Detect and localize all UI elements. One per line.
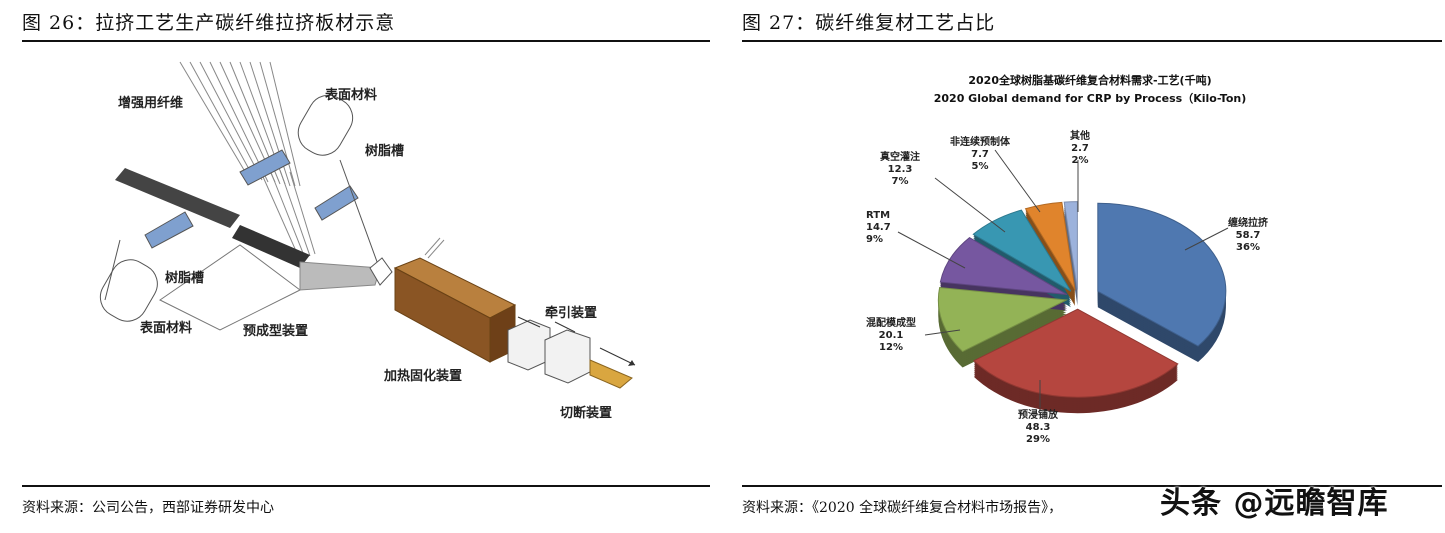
leader-line-4 [934,177,1006,233]
pie-slice-4 [972,209,1072,292]
pulling-block-2 [544,329,591,384]
label-surface-material-bottom: 表面材料 [140,321,193,336]
pie-slice-6 [1063,201,1078,290]
roller-top [297,94,354,156]
label-heating-curing-device: 加热固化装置 [384,369,463,384]
resin-tank-left [144,211,194,249]
pulling-block-1 [507,319,551,371]
title-rule-right [742,40,1442,42]
label-resin-tank-left: 树脂槽 [165,271,205,286]
source-left: 资料来源：公司公告，西部证券研发中心 [22,500,274,516]
pie-slice-1 [973,308,1179,398]
leader-line-2 [924,329,961,336]
chart-title: 2020全球树脂基碳纤维复合材料需求-工艺(千吨) [968,74,1212,87]
chart-subtitle: 2020 Global demand for CRP by Process（Ki… [933,92,1247,105]
figure-27-title: 图 27：碳纤维复材工艺占比 [742,12,996,34]
label-preforming-device: 预成型装置 [243,324,309,339]
watermark: 头条 @远瞻智库 [1160,486,1389,521]
pie-slice-5 [1024,201,1076,291]
label-reinforcing-fiber: 增强用纤维 [118,96,184,111]
source-right: 资料来源：《2020 全球碳纤维复合材料市场报告》， [742,500,1063,516]
leader-line-5 [994,149,1041,213]
fiber-strands [179,61,316,261]
roller-bottom [99,259,158,322]
label-cutting-device: 切断装置 [560,406,613,421]
source-rule-left [22,485,710,487]
figure-26-title: 图 26：拉挤工艺生产碳纤维拉挤板材示意 [22,12,396,34]
pie-slice-3 [939,237,1068,296]
leader-line-3 [897,231,966,269]
label-resin-tank-top: 树脂槽 [365,144,405,159]
pie-chart [897,149,1229,414]
pie-slice-0 [1097,202,1227,347]
resin-tank-top-a [239,149,291,186]
product-plate [589,359,633,389]
label-pulling-device: 牵引装置 [545,306,598,321]
guide-bar [115,168,240,228]
title-rule-left [22,40,710,42]
pie-slice-2 [937,286,1069,353]
source-rule-right [742,485,1442,487]
leader-line-0 [1184,227,1229,251]
resin-tank-top-b [314,185,359,221]
label-surface-material-top: 表面材料 [325,88,378,103]
